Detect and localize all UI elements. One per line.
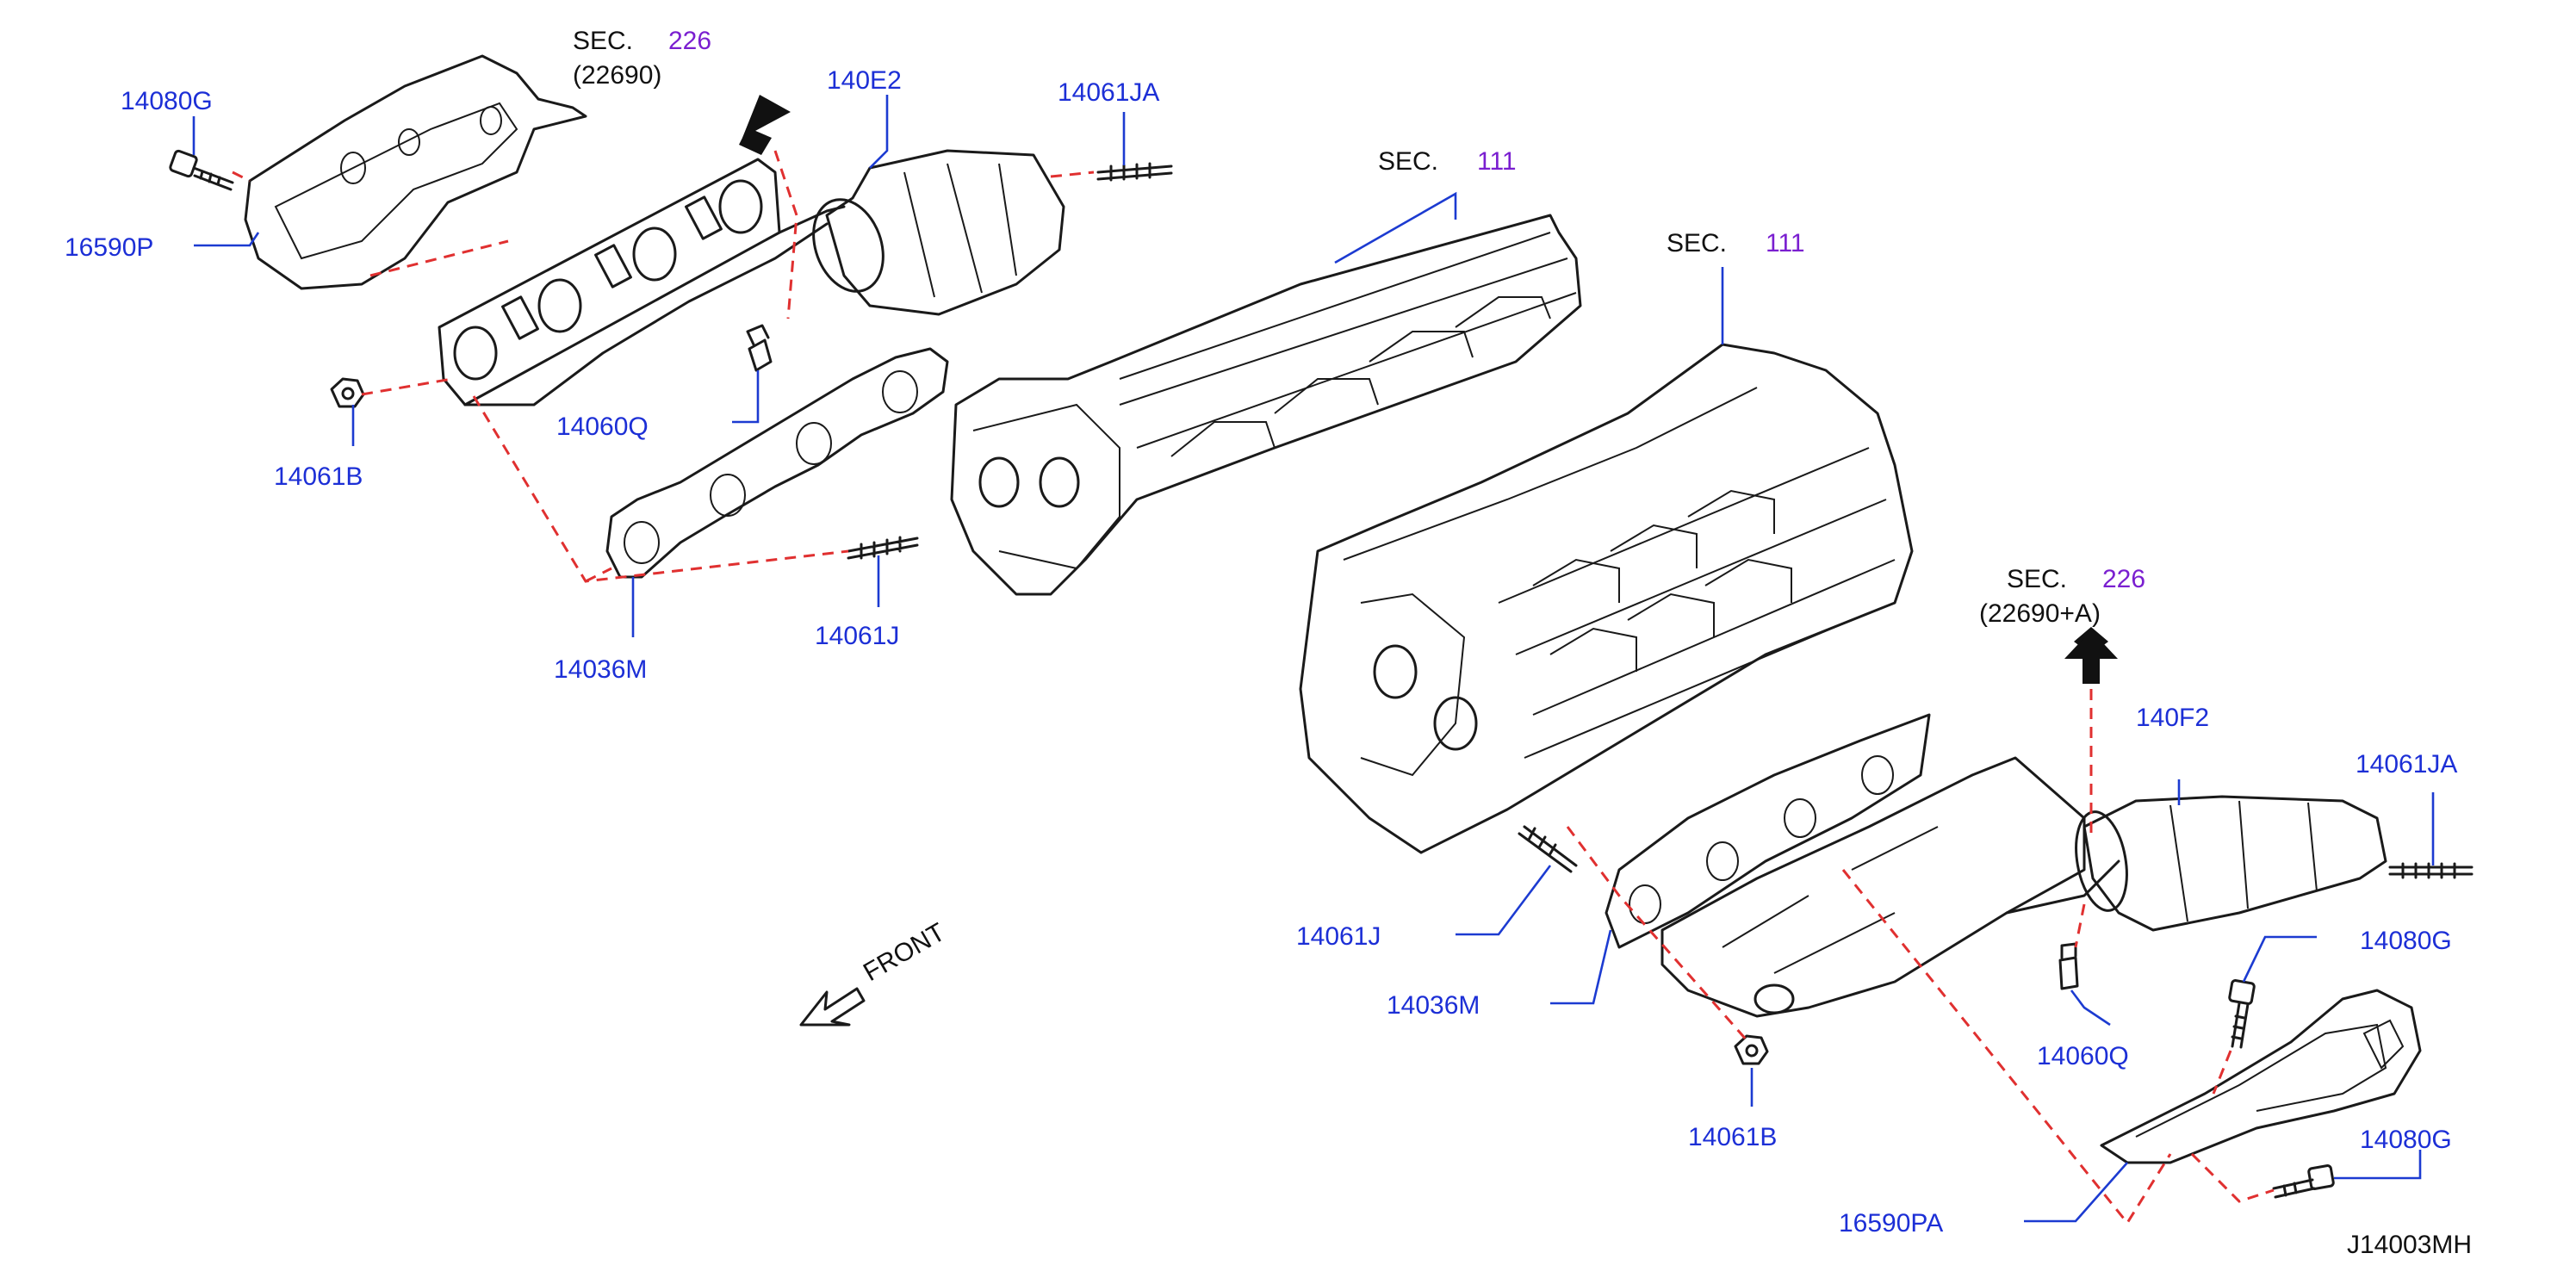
upward-arrow-icon — [739, 95, 791, 155]
sensor-icon — [746, 324, 773, 372]
dashed-assembly-lines — [232, 150, 2275, 1225]
heat-insulator-left — [244, 54, 587, 290]
part-label-16590P[interactable]: 16590P — [65, 233, 153, 262]
stud-icon — [1518, 825, 1578, 873]
part-label-14060Q[interactable]: 14060Q — [556, 413, 649, 441]
nut-icon — [1734, 1034, 1769, 1065]
part-label-140F2[interactable]: 140F2 — [2136, 704, 2209, 732]
part-label-14061J[interactable]: 14061J — [1296, 922, 1381, 951]
part-label-14080G[interactable]: 14080G — [2360, 1126, 2452, 1154]
leader-lines — [192, 95, 2435, 1223]
stud-icon — [1096, 162, 1173, 182]
section-link[interactable]: 111 — [1477, 147, 1517, 176]
part-label-14061JA[interactable]: 14061JA — [2356, 750, 2457, 779]
part-label-140E2[interactable]: 140E2 — [827, 66, 902, 95]
gasket-right — [1605, 713, 1931, 949]
sensor-icon — [2058, 942, 2079, 990]
section-label: SEC. — [1667, 229, 1727, 257]
section-sub-label: (22690+A) — [1979, 599, 2101, 628]
exhaust-manifold-left — [438, 158, 846, 406]
part-label-14080G[interactable]: 14080G — [2360, 927, 2452, 955]
part-label-14060Q[interactable]: 14060Q — [2037, 1042, 2129, 1070]
bolt-icon — [169, 149, 234, 191]
stud-icon — [847, 536, 919, 560]
exhaust-manifold-right — [1660, 756, 2120, 1018]
nut-icon — [330, 377, 365, 408]
diagram-code: J14003MH — [2347, 1231, 2472, 1259]
part-label-14061J[interactable]: 14061J — [815, 622, 899, 650]
bolt-icon — [2228, 979, 2256, 1049]
part-label-14036M[interactable]: 14036M — [1387, 991, 1480, 1020]
stud-icon — [2388, 862, 2474, 879]
section-link[interactable]: 111 — [1766, 229, 1805, 257]
section-link[interactable]: 226 — [668, 27, 711, 55]
section-sub-label: (22690) — [573, 61, 661, 90]
part-label-14061B[interactable]: 14061B — [274, 462, 363, 491]
front-direction-arrow-icon — [799, 987, 866, 1027]
part-label-14036M[interactable]: 14036M — [554, 655, 647, 684]
section-label: SEC. — [2007, 565, 2067, 593]
cylinder-head-left — [950, 214, 1582, 596]
catalytic-converter-left — [812, 149, 1065, 316]
cylinder-head-right — [1299, 343, 1914, 854]
section-label: SEC. — [1378, 147, 1438, 176]
heat-insulator-right — [2100, 989, 2422, 1164]
front-label: FRONT — [859, 918, 950, 987]
catalytic-converter-right — [2075, 795, 2387, 932]
section-label: SEC. — [573, 27, 633, 55]
part-label-14061B[interactable]: 14061B — [1688, 1123, 1777, 1151]
gasket-left — [605, 347, 949, 579]
part-label-14061JA[interactable]: 14061JA — [1058, 78, 1159, 107]
section-link[interactable]: 226 — [2102, 565, 2145, 593]
upward-arrow-icon — [2064, 627, 2118, 684]
part-label-16590PA[interactable]: 16590PA — [1839, 1209, 1943, 1238]
bolt-icon — [2272, 1164, 2335, 1199]
part-label-14080G[interactable]: 14080G — [121, 87, 213, 115]
